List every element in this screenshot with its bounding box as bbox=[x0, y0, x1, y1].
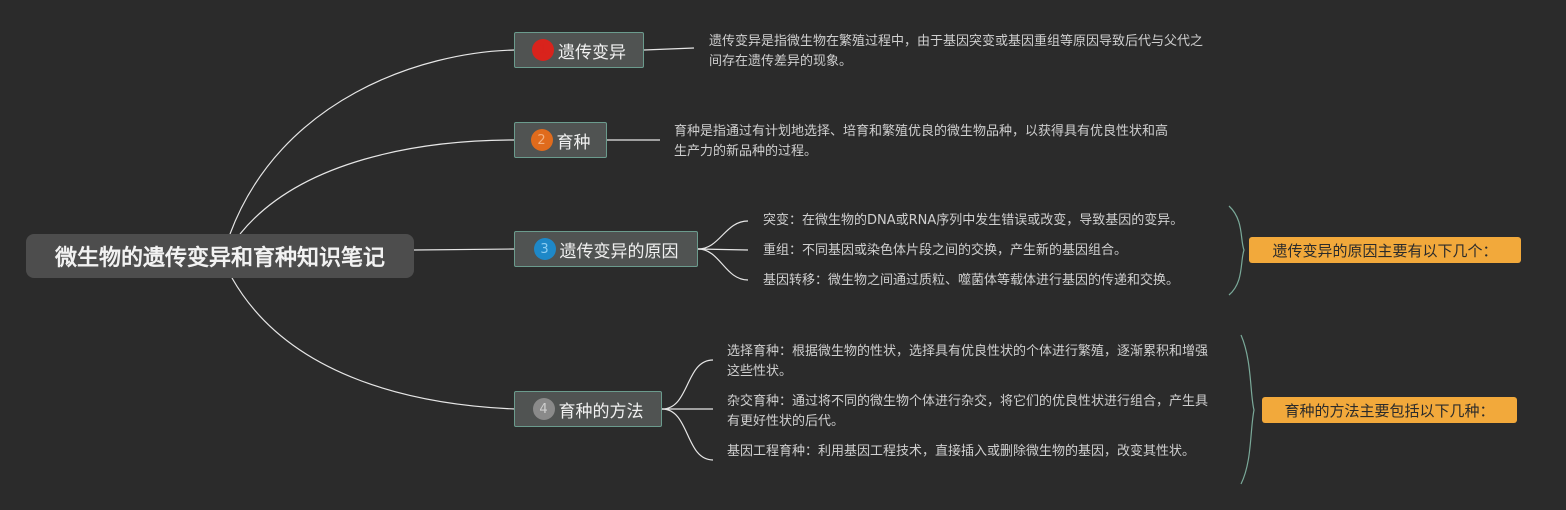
link-root-branch-1 bbox=[229, 49, 516, 235]
branch-topic-3[interactable]: 3 遗传变异的原因 bbox=[514, 231, 698, 267]
number-badge-3: 3 bbox=[533, 238, 556, 260]
branch-4-child-2[interactable]: 杂交育种：通过将不同的微生物个体进行杂交，将它们的优良性状进行组合，产生具有更好… bbox=[727, 394, 1209, 429]
summary-3-text: 遗传变异的原因主要有以下几个： bbox=[1272, 241, 1498, 260]
branch-1-description[interactable]: 遗传变异是指微生物在繁殖过程中，由于基因突变或基因重组等原因导致后代与父代之间存… bbox=[709, 34, 1204, 69]
summary-3[interactable]: 遗传变异的原因主要有以下几个： bbox=[1249, 237, 1521, 263]
link-root-branch-3 bbox=[413, 248, 516, 251]
branch-4-child-1[interactable]: 选择育种：根据微生物的性状，选择具有优良性状的个体进行繁殖，逐渐累积和增强这些性… bbox=[727, 344, 1209, 379]
branch-4-child-3[interactable]: 基因工程育种：利用基因工程技术，直接插入或删除微生物的基因，改变其性状。 bbox=[727, 444, 1196, 459]
branch-3-child-3[interactable]: 基因转移：微生物之间通过质粒、噬菌体等载体进行基因的传递和交换。 bbox=[763, 273, 1180, 288]
link-branch-3-child-3 bbox=[697, 248, 749, 281]
link-branch-3-child-2 bbox=[697, 248, 749, 251]
root-title: 微生物的遗传变异和育种知识笔记 bbox=[54, 246, 385, 271]
branch-3-child-1[interactable]: 突变：在微生物的DNA或RNA序列中发生错误或改变，导致基因的变异。 bbox=[763, 213, 1184, 228]
summary-4-text: 育种的方法主要包括以下几种： bbox=[1284, 401, 1495, 420]
summary-bracket-3 bbox=[1228, 205, 1245, 296]
number-badge-1: 1 bbox=[532, 39, 554, 61]
branch-topic-4[interactable]: 4 育种的方法 bbox=[514, 391, 662, 427]
branch-label-4: 育种的方法 bbox=[558, 401, 644, 422]
link-branch-3-child-1 bbox=[697, 220, 749, 250]
branch-2-description[interactable]: 育种是指通过有计划地选择、培育和繁殖优良的微生物品种，以获得具有优良性状和高生产… bbox=[674, 124, 1169, 159]
link-branch-1-desc bbox=[643, 47, 695, 51]
number-badge-2: 2 bbox=[530, 129, 553, 151]
branch-label-3: 遗传变异的原因 bbox=[559, 241, 679, 262]
branch-label-1: 遗传变异 bbox=[558, 42, 626, 63]
root-topic[interactable]: 微生物的遗传变异和育种知识笔记 bbox=[26, 234, 414, 278]
branch-label-2: 育种 bbox=[556, 132, 591, 153]
number-badge-4: 4 bbox=[532, 398, 555, 420]
summary-bracket-4 bbox=[1240, 334, 1255, 485]
branch-topic-2[interactable]: 2 育种 bbox=[514, 122, 607, 158]
branch-3-child-2[interactable]: 重组：不同基因或染色体片段之间的交换，产生新的基因组合。 bbox=[763, 243, 1128, 258]
link-branch-4-child-1 bbox=[661, 359, 714, 410]
branch-topic-1[interactable]: 1 遗传变异 bbox=[514, 32, 644, 68]
link-branch-4-child-3 bbox=[661, 408, 714, 461]
link-root-branch-2 bbox=[239, 139, 516, 235]
summary-4[interactable]: 育种的方法主要包括以下几种： bbox=[1262, 397, 1517, 423]
link-root-branch-4 bbox=[231, 277, 516, 410]
